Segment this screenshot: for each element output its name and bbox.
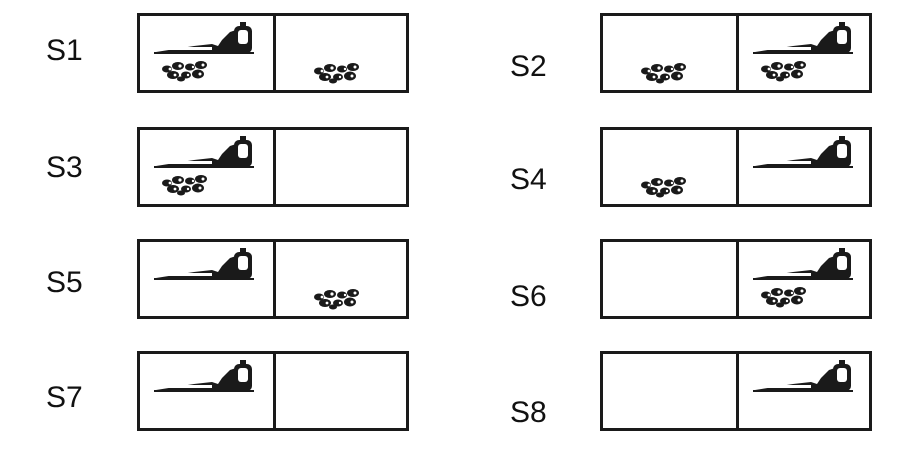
state-diagram-s8 [600, 351, 872, 431]
room-b [273, 354, 406, 428]
vacuum-cleaner-icon [154, 246, 254, 280]
state-label-s6: S6 [510, 280, 547, 313]
vacuum-cleaner-icon [753, 20, 853, 54]
room-a [603, 242, 736, 316]
state-label-s7: S7 [46, 381, 83, 414]
dirt-icon [639, 176, 689, 198]
state-diagram-s7 [137, 351, 409, 431]
room-a [603, 16, 736, 90]
room-a [140, 354, 273, 428]
state-label-s2: S2 [510, 50, 547, 83]
room-b [736, 354, 869, 428]
state-label-s4: S4 [510, 163, 547, 196]
vacuum-cleaner-icon [154, 20, 254, 54]
room-a [140, 16, 273, 90]
dirt-icon [160, 174, 210, 196]
vacuum-cleaner-icon [753, 358, 853, 392]
state-label-s1: S1 [46, 34, 83, 67]
room-a [140, 242, 273, 316]
vacuum-cleaner-icon [753, 246, 853, 280]
vacuum-cleaner-icon [154, 358, 254, 392]
vacuum-cleaner-icon [753, 134, 853, 168]
room-a [603, 354, 736, 428]
state-label-s8: S8 [510, 396, 547, 429]
dirt-icon [160, 60, 210, 82]
dirt-icon [639, 62, 689, 84]
state-diagram-s6 [600, 239, 872, 319]
vacuum-cleaner-icon [154, 134, 254, 168]
room-b [273, 16, 406, 90]
state-label-s5: S5 [46, 266, 83, 299]
state-label-s3: S3 [46, 151, 83, 184]
dirt-icon [312, 62, 362, 84]
dirt-icon [759, 286, 809, 308]
room-a [603, 130, 736, 204]
room-b [273, 130, 406, 204]
dirt-icon [759, 60, 809, 82]
state-diagram-s1 [137, 13, 409, 93]
dirt-icon [312, 288, 362, 310]
room-b [273, 242, 406, 316]
state-diagram-s4 [600, 127, 872, 207]
room-b [736, 16, 869, 90]
state-diagram-s3 [137, 127, 409, 207]
room-a [140, 130, 273, 204]
room-b [736, 242, 869, 316]
state-diagram-s5 [137, 239, 409, 319]
room-b [736, 130, 869, 204]
state-diagram-s2 [600, 13, 872, 93]
